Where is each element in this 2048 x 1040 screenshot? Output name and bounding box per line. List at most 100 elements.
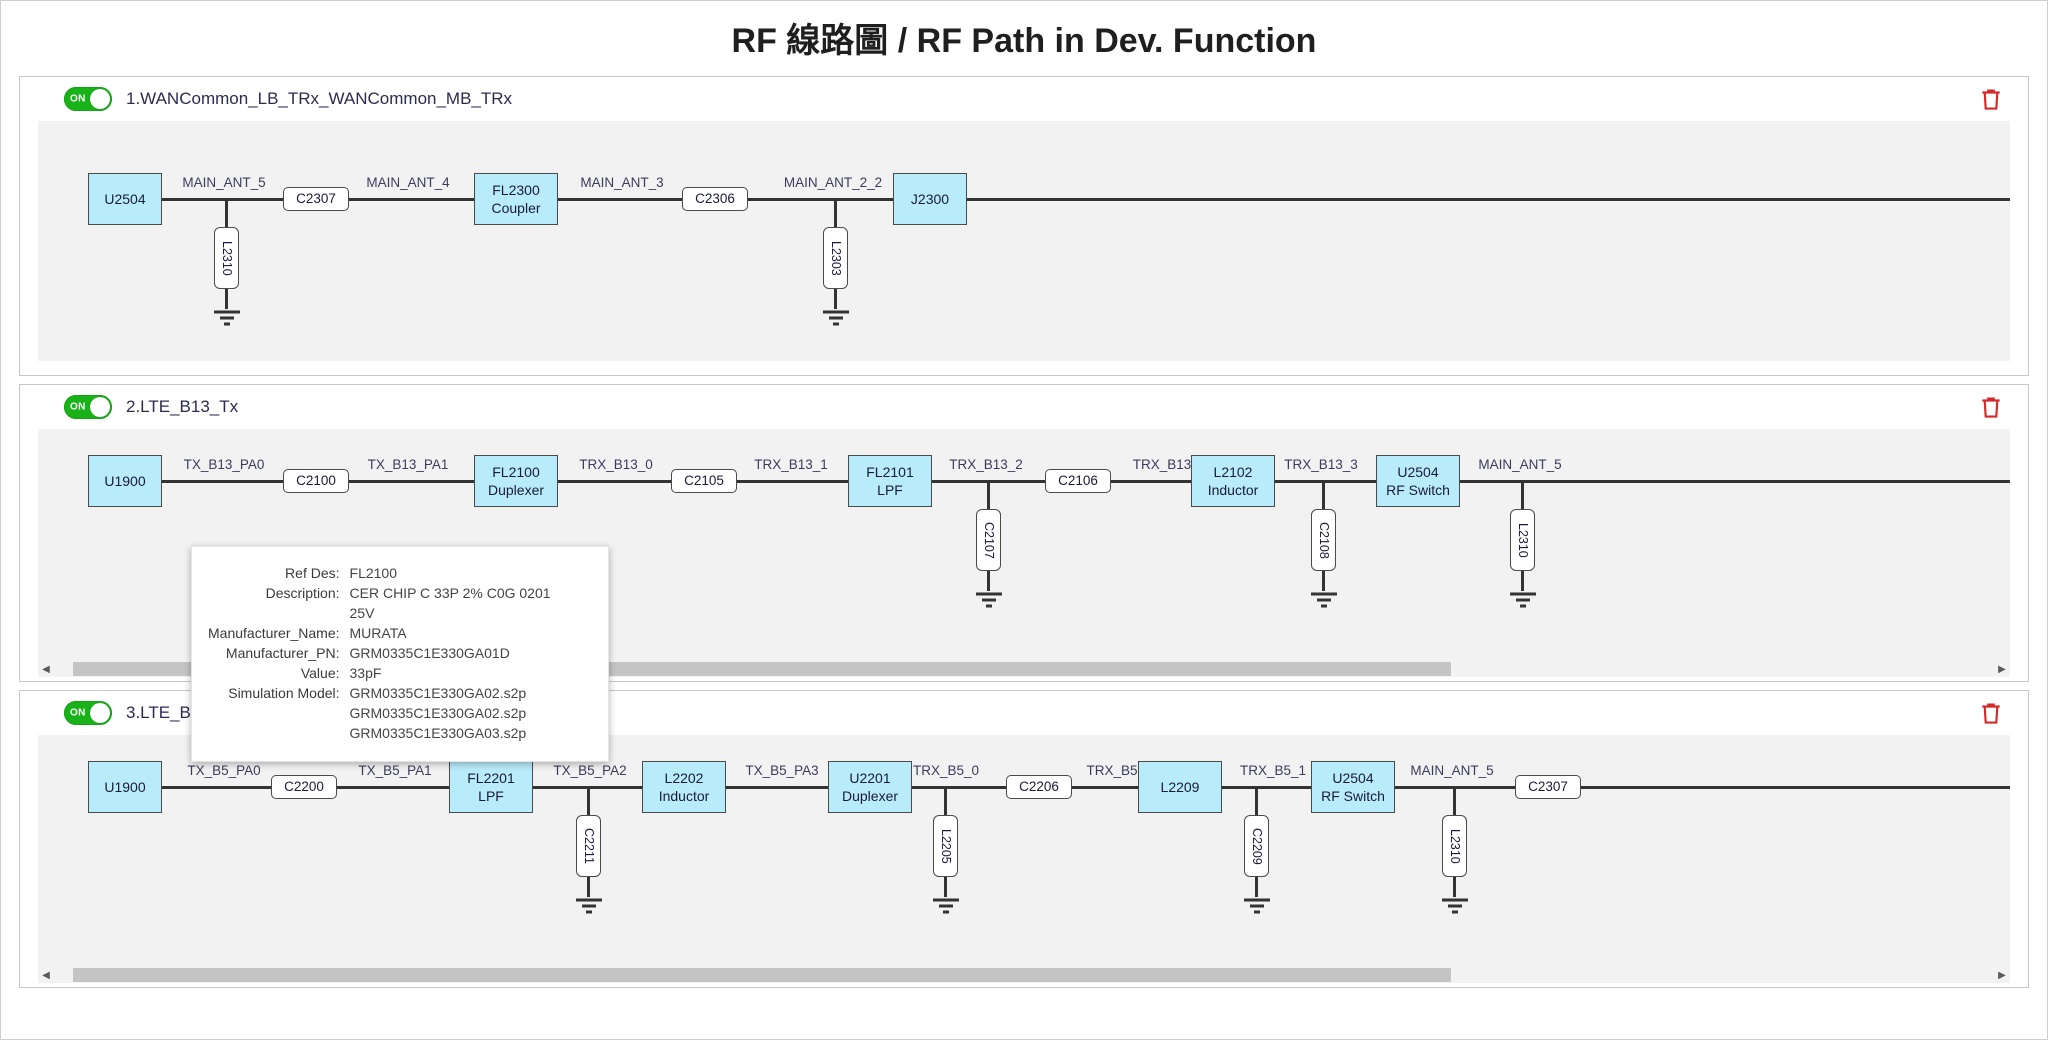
component-ref: L2209 xyxy=(1160,778,1200,795)
signal-wire xyxy=(158,786,2010,790)
detail-row: GRM0335C1E330GA03.s2p xyxy=(208,723,551,743)
component-U2504[interactable]: U2504 RF Switch xyxy=(1376,455,1460,508)
component-type: Coupler xyxy=(491,200,541,217)
detail-value: GRM0335C1E330GA02.s2p xyxy=(349,685,527,701)
component-ref: L2310 xyxy=(219,241,234,276)
net-label: MAIN_ANT_5 xyxy=(1410,763,1494,779)
component-ref: C2105 xyxy=(684,473,724,489)
component-ref: L2303 xyxy=(828,241,843,276)
scroll-right-arrow-icon[interactable]: ▶ xyxy=(1998,663,2006,675)
component-C2107[interactable]: C2107 xyxy=(976,509,1001,572)
component-C2209[interactable]: C2209 xyxy=(1244,815,1269,878)
toggle-state-label: ON xyxy=(70,93,86,105)
net-label: MAIN_ANT_5 xyxy=(182,175,266,191)
component-ref: FL2300 xyxy=(492,181,540,198)
component-C2307[interactable]: C2307 xyxy=(1515,775,1581,800)
path-enable-toggle-1[interactable]: ON xyxy=(64,87,112,112)
component-ref: C2108 xyxy=(1316,521,1331,559)
component-ref: C2100 xyxy=(296,473,336,489)
ground-symbol xyxy=(1508,591,1538,614)
scroll-left-arrow-icon[interactable]: ◀ xyxy=(42,663,50,675)
scrollbar-thumb[interactable] xyxy=(73,968,1451,983)
component-ref: U2504 xyxy=(1397,463,1439,480)
component-L2310[interactable]: L2310 xyxy=(1510,509,1535,572)
component-C2105[interactable]: C2105 xyxy=(671,469,737,494)
delete-path-button-2[interactable] xyxy=(1978,394,2004,420)
component-C2200[interactable]: C2200 xyxy=(271,775,337,800)
component-U1900[interactable]: U1900 xyxy=(88,761,162,814)
component-L2209[interactable]: L2209 xyxy=(1138,761,1222,814)
component-C2100[interactable]: C2100 xyxy=(283,469,349,494)
component-ref: L2310 xyxy=(1447,829,1462,864)
toggle-knob xyxy=(90,89,110,110)
component-ref: U1900 xyxy=(104,778,146,795)
component-ref: C2106 xyxy=(1058,473,1098,489)
component-type: RF Switch xyxy=(1386,482,1450,499)
component-L2205[interactable]: L2205 xyxy=(933,815,958,878)
component-C2206[interactable]: C2206 xyxy=(1006,775,1072,800)
detail-key xyxy=(208,603,350,623)
detail-key xyxy=(208,723,350,743)
diagram-hscrollbar-3[interactable]: ◀▶ xyxy=(38,967,2010,984)
component-type: Inductor xyxy=(658,788,710,805)
component-ref: C2107 xyxy=(981,521,996,559)
scroll-right-arrow-icon[interactable]: ▶ xyxy=(1998,969,2006,981)
scrollbar-track[interactable] xyxy=(54,967,1994,984)
page-title: RF 線路圖 / RF Path in Dev. Function xyxy=(731,22,1317,60)
component-ref: C2211 xyxy=(581,828,596,865)
component-C2211[interactable]: C2211 xyxy=(576,815,601,878)
component-U2504[interactable]: U2504 xyxy=(88,173,162,226)
detail-value: GRM0335C1E330GA02.s2p xyxy=(349,705,527,721)
detail-key: Manufacturer_Name: xyxy=(208,625,340,641)
detail-row: Ref Des:FL2100 xyxy=(208,563,551,583)
net-label: MAIN_ANT_5 xyxy=(1478,457,1562,473)
component-C2108[interactable]: C2108 xyxy=(1311,509,1336,572)
component-type: LPF xyxy=(877,482,903,499)
component-ref: C2307 xyxy=(296,191,336,207)
component-type: Inductor xyxy=(1207,482,1259,499)
component-L2310[interactable]: L2310 xyxy=(1442,815,1467,878)
path-enable-toggle-2[interactable]: ON xyxy=(64,395,112,420)
delete-path-button-3[interactable] xyxy=(1978,700,2004,726)
detail-row: Manufacturer_Name:MURATA xyxy=(208,623,551,643)
net-label: TRX_B5_0 xyxy=(912,763,980,779)
net-label: TRX_B13_2 xyxy=(949,457,1023,473)
component-J2300[interactable]: J2300 xyxy=(893,173,967,226)
net-label: TX_B13_PA0 xyxy=(183,457,265,473)
component-L2303[interactable]: L2303 xyxy=(823,227,848,290)
detail-row: 25V xyxy=(208,603,551,623)
detail-key: Simulation Model: xyxy=(228,685,340,701)
component-type: RF Switch xyxy=(1321,788,1385,805)
component-C2106[interactable]: C2106 xyxy=(1045,469,1111,494)
ground-symbol xyxy=(931,897,961,920)
net-label: TX_B5_PA2 xyxy=(553,763,627,779)
component-U1900[interactable]: U1900 xyxy=(88,455,162,508)
detail-value: FL2100 xyxy=(349,565,397,581)
path-enable-toggle-3[interactable]: ON xyxy=(64,701,112,726)
card-bottom-spacer xyxy=(20,361,2028,375)
component-C2307[interactable]: C2307 xyxy=(283,187,349,212)
component-C2306[interactable]: C2306 xyxy=(682,187,748,212)
component-L2310[interactable]: L2310 xyxy=(214,227,239,290)
delete-path-button-1[interactable] xyxy=(1978,86,2004,112)
detail-row: Description:CER CHIP C 33P 2% C0G 0201 xyxy=(208,583,551,603)
component-ref: C2306 xyxy=(695,191,735,207)
component-ref: C2200 xyxy=(284,779,324,795)
component-ref: FL2100 xyxy=(492,463,540,480)
scroll-left-arrow-icon[interactable]: ◀ xyxy=(42,969,50,981)
net-label: MAIN_ANT_4 xyxy=(366,175,450,191)
detail-key xyxy=(208,703,350,723)
